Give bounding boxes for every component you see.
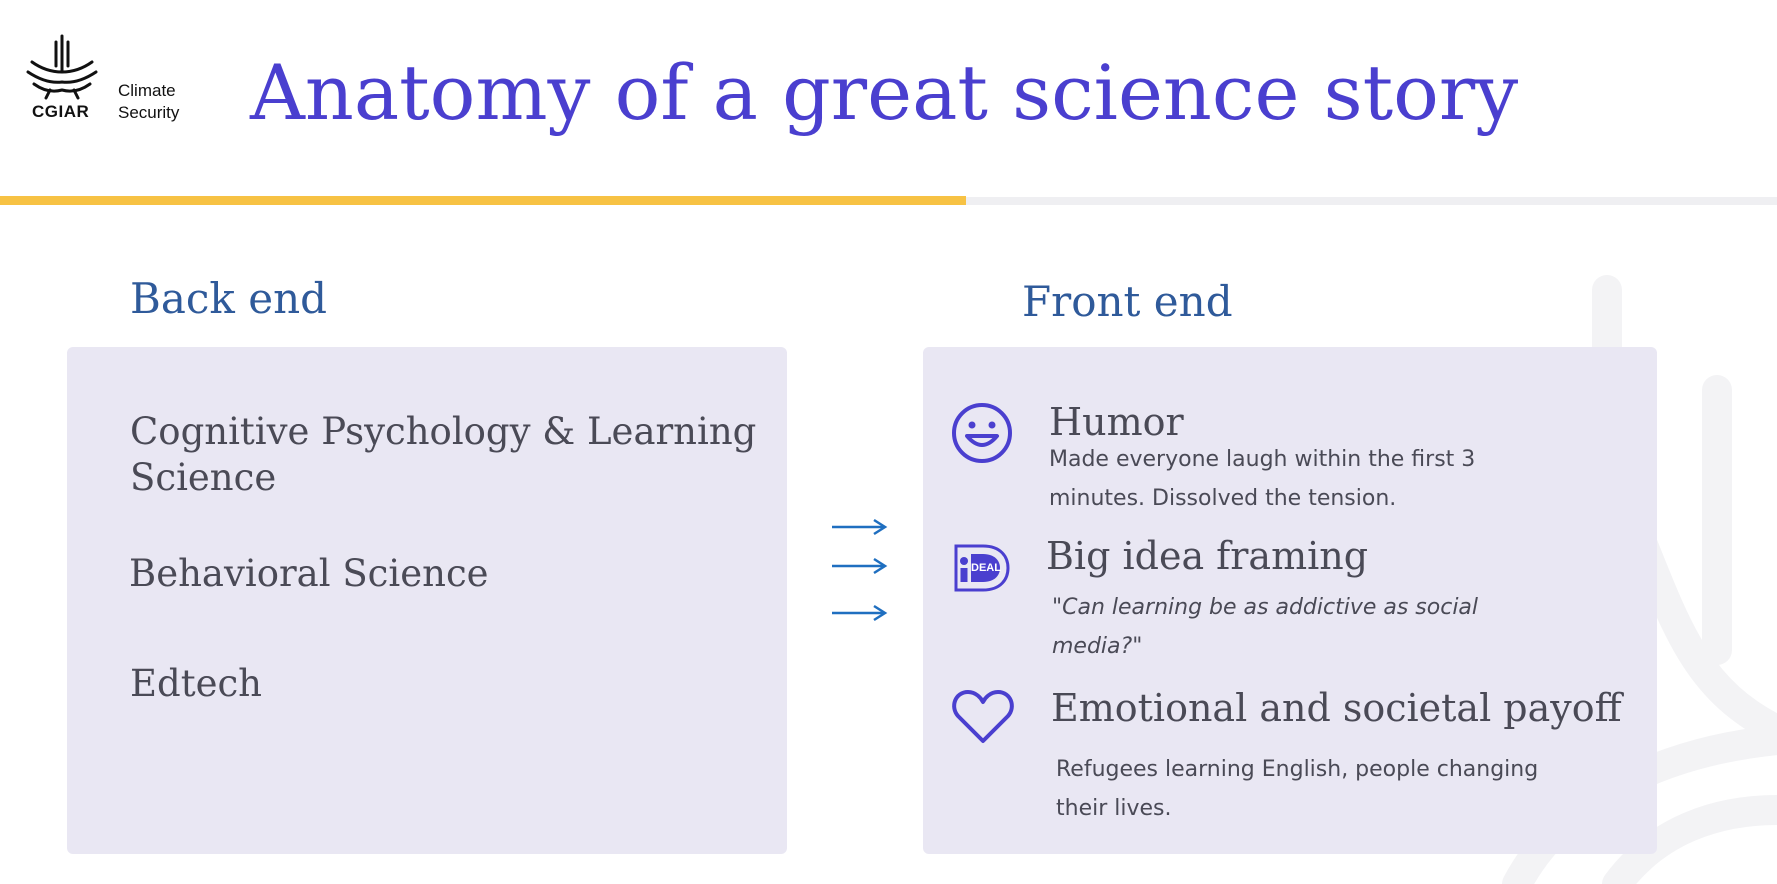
quote-text: Can learning be as addictive as social m…: [1052, 595, 1479, 659]
front-end-item-description: Refugees learning English, people changi…: [1056, 757, 1539, 821]
logo-unit-text: Climate Security: [118, 80, 179, 124]
cgiar-logo: CGIAR Climate Security: [24, 32, 194, 127]
front-end-item-title: Humor: [1049, 400, 1184, 444]
right-arrow-icon: [832, 518, 888, 536]
front-end-item-title: Emotional and societal payoff: [1051, 686, 1622, 730]
logo-unit-line1: Climate: [118, 81, 176, 100]
smiley-face-icon: [952, 403, 1012, 463]
slide-title: Anatomy of a great science story: [250, 48, 1519, 137]
back-end-panel: Cognitive Psychology & Learning Science …: [67, 347, 787, 854]
quote-open: ": [1052, 595, 1063, 620]
right-arrow-icon: [832, 604, 888, 622]
back-end-item: Edtech: [130, 662, 263, 705]
logo-unit-line2: Security: [118, 103, 180, 122]
front-end-heading: Front end: [1022, 277, 1233, 326]
logo-cgiar-text: CGIAR: [32, 102, 90, 121]
front-end-item-description: Made everyone laugh within the first 3 m…: [1049, 447, 1476, 511]
back-end-item: Cognitive Psychology & Learning Science: [130, 410, 757, 499]
back-end-item: Behavioral Science: [129, 552, 489, 595]
header-accent-rule: [0, 196, 966, 205]
quote-close: ": [1132, 634, 1143, 659]
front-end-item-title: Big idea framing: [1046, 534, 1369, 578]
heart-icon: [952, 690, 1014, 743]
wheat-icon: [26, 34, 98, 100]
front-end-item-description: "Can learning be as addictive as social …: [1052, 588, 1512, 666]
front-end-panel: Humor Made everyone laugh within the fir…: [923, 347, 1657, 854]
svg-text:DEAL: DEAL: [971, 562, 1001, 574]
ideal-logo-icon: DEAL: [954, 544, 1010, 592]
back-end-heading: Back end: [130, 274, 328, 323]
right-arrow-icon: [832, 557, 888, 575]
